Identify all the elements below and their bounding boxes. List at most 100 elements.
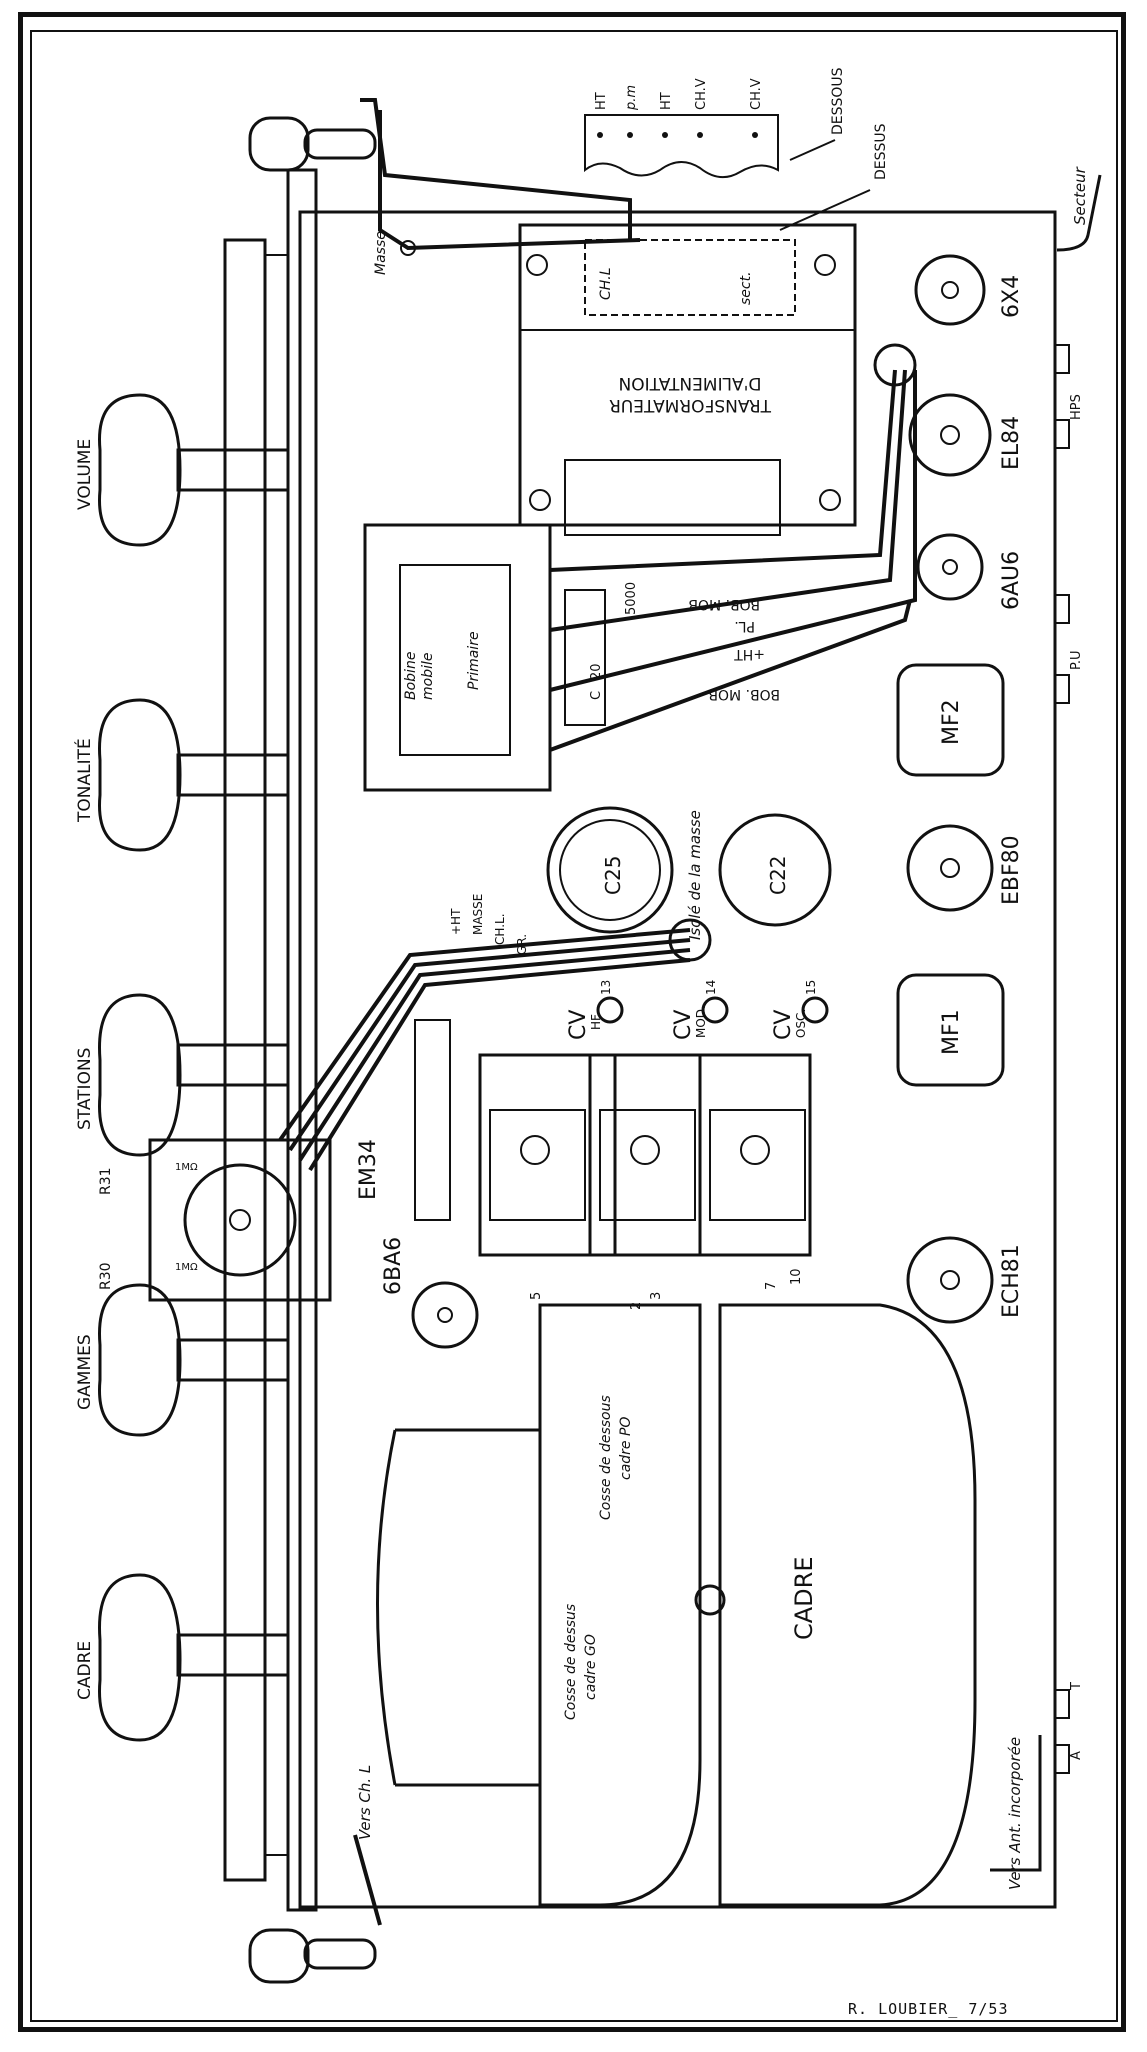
dial-back bbox=[264, 254, 289, 1856]
knob-cadre bbox=[98, 1573, 290, 1742]
socket-pu-1 bbox=[1054, 594, 1070, 624]
tube-label-6ba6: 6BA6 bbox=[381, 1237, 406, 1295]
knob-label-volume: VOLUME bbox=[75, 439, 95, 510]
pilot-lamp-bottom bbox=[248, 1928, 377, 1984]
cable-label-ht: +HT bbox=[449, 908, 463, 935]
wire-label-bob-mob-1: BOB. MOB bbox=[688, 596, 760, 612]
secteur-cord bbox=[1056, 174, 1102, 252]
plug-pin-1: p.m bbox=[624, 85, 639, 111]
transformer-line1: TRANSFORMATEUR bbox=[609, 395, 772, 415]
socket-hps-1 bbox=[1054, 344, 1070, 374]
wire-label-bob-mob-2: BOB. MOB bbox=[708, 686, 780, 702]
tube-6ba6 bbox=[411, 1281, 479, 1349]
dessous-arrow bbox=[789, 139, 836, 161]
tube-label-ech81: ECH81 bbox=[999, 1244, 1024, 1318]
tube-label-6x4: 6X4 bbox=[999, 275, 1024, 318]
inner-frame bbox=[30, 30, 1118, 2022]
tube-label-el84: EL84 bbox=[999, 416, 1024, 470]
tube-label-ebf80: EBF80 bbox=[999, 835, 1024, 905]
label-dessus: DESSUS bbox=[873, 123, 889, 180]
label-masse: Masse bbox=[373, 231, 389, 275]
masse-wire bbox=[378, 110, 641, 251]
cadre-label: CADRE bbox=[790, 1557, 818, 1641]
cosse-dessous-line1: Cosse de dessous bbox=[598, 1395, 614, 1520]
ot-bobine: Bobine bbox=[403, 652, 419, 700]
dial-drum bbox=[414, 1019, 451, 1221]
cap-c: C bbox=[589, 691, 604, 700]
knob-volume bbox=[98, 393, 290, 547]
cosse-dessus-line2: cadre GO bbox=[583, 1634, 599, 1700]
transformer-line2: D'ALIMENTATION bbox=[619, 373, 762, 393]
knob-label-gammes: GAMMES bbox=[75, 1334, 95, 1410]
cv-osc-label: CV bbox=[771, 1010, 796, 1040]
cap-5000: 5000 bbox=[624, 582, 639, 615]
tube-ech81 bbox=[906, 1236, 994, 1324]
cv-gang bbox=[478, 996, 829, 1257]
wire-label-pl: PL. bbox=[734, 618, 755, 634]
plug-pin-3: CH.V bbox=[694, 78, 709, 110]
tube-6au6 bbox=[916, 533, 984, 601]
socket-hps-2 bbox=[1054, 419, 1070, 449]
mf2-label: MF2 bbox=[939, 699, 964, 745]
cv-pin-3: 3 bbox=[649, 1292, 664, 1300]
tube-ebf80 bbox=[906, 824, 994, 912]
cable-label-gr: GR. bbox=[515, 934, 529, 955]
cv-mod-sub: MOD. bbox=[694, 1005, 708, 1038]
chl-wire bbox=[353, 1834, 382, 1926]
mf1-label: MF1 bbox=[939, 1009, 964, 1055]
socket-t bbox=[1054, 1689, 1070, 1719]
c22-label: C22 bbox=[766, 856, 790, 895]
dessus-arrow bbox=[779, 189, 871, 231]
cable-label-chl: CH.L. bbox=[493, 913, 507, 945]
cosse-dessus-line1: Cosse de dessus bbox=[563, 1604, 579, 1720]
chassis-plate bbox=[298, 210, 1057, 1909]
grommet-top bbox=[873, 343, 917, 387]
socket-label-t: T bbox=[1069, 1682, 1084, 1691]
cv-pin-5: 5 bbox=[529, 1292, 544, 1300]
knob-label-cadre: CADRE bbox=[75, 1641, 95, 1700]
cv-mod-num: 14 bbox=[704, 980, 718, 995]
author-credit: R. LOUBIER_ 7/53 bbox=[848, 2000, 1009, 2018]
tube-6x4 bbox=[914, 254, 986, 326]
transformer-chl: CH.L bbox=[598, 267, 614, 300]
knob-label-tonalite: TONALITÉ bbox=[73, 738, 95, 823]
label-dessous: DESSOUS bbox=[830, 67, 846, 135]
socket-a bbox=[1054, 1744, 1070, 1774]
socket-label-pu: P.U bbox=[1069, 651, 1084, 670]
lamp-wire bbox=[360, 98, 632, 240]
cosse-dessous-line2: cadre PO bbox=[618, 1417, 634, 1480]
cable-label-masse: MASSE bbox=[471, 894, 485, 935]
wire-bob-mob-1 bbox=[549, 369, 897, 572]
cv-osc-num: 15 bbox=[804, 980, 818, 995]
power-transformer bbox=[518, 223, 857, 536]
cv-pin-10: 10 bbox=[789, 1268, 804, 1285]
socket-pu-2 bbox=[1054, 674, 1070, 704]
outer-frame bbox=[18, 12, 1126, 2032]
wire-label-ht: +HT bbox=[734, 646, 765, 662]
cv-hf-num: 13 bbox=[599, 980, 613, 995]
resistor-label-r31: R31 bbox=[98, 1167, 114, 1195]
connector-plug bbox=[584, 114, 779, 179]
knob-label-stations: STATIONS bbox=[75, 1048, 95, 1130]
transformer-sect: sect. bbox=[738, 271, 754, 305]
resistor-value-r30: 1MΩ bbox=[175, 1262, 198, 1273]
cable-wire-4 bbox=[308, 958, 691, 1172]
output-transformer bbox=[363, 523, 606, 792]
resistor-value-r31: 1MΩ bbox=[175, 1162, 198, 1173]
socket-label-hps: HPS bbox=[1069, 394, 1084, 420]
c25-label: C25 bbox=[601, 856, 625, 895]
cv-mod-label: CV bbox=[671, 1010, 696, 1040]
plug-pin-4: CH.V bbox=[749, 78, 764, 110]
wire-bob-mob-2 bbox=[549, 599, 912, 752]
pilot-lamp-top bbox=[248, 116, 377, 172]
label-vers-chl: Vers Ch. L bbox=[356, 1765, 374, 1840]
plug-pin-0: HT bbox=[594, 92, 609, 110]
front-panel bbox=[286, 168, 318, 1912]
wire-pl bbox=[549, 369, 907, 632]
knob-stations bbox=[98, 993, 290, 1157]
knob-tonalite bbox=[98, 698, 290, 852]
cv-osc-sub: OSC. bbox=[794, 1009, 808, 1038]
tube-el84 bbox=[908, 393, 992, 477]
knob-gammes bbox=[98, 1283, 290, 1437]
mf2-can bbox=[896, 663, 1005, 777]
